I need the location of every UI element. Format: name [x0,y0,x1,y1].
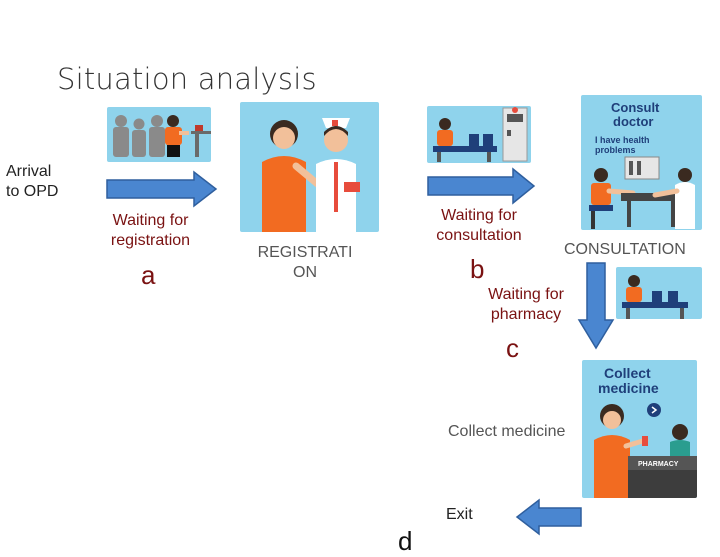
collect-medicine-illustration: Collect medicine PHARMACY [582,360,697,498]
stage-letter-c: c [506,333,519,363]
exit-label: Exit [446,506,473,523]
waiting-consultation-illustration [427,106,531,163]
consultation-illustration: Consult doctor I have health problems [581,95,702,230]
arrow-down-to-pharmacy [577,262,615,350]
page-title: Situation analysis [57,62,317,96]
collect-medicine-label: Collect medicine [448,423,566,440]
stage-letter-b: b [470,254,485,284]
stage-letter-d: d [398,526,413,556]
arrow-to-consultation [427,167,536,205]
waiting-pharmacy-label: Waiting for pharmacy [488,286,564,323]
arrow-to-exit [515,498,582,536]
registration-illustration [240,102,379,232]
registration-label: REGISTRATI ON [257,244,353,281]
pharmacy-sign: PHARMACY [638,461,679,468]
waiting-registration-label: Waiting for registration [110,212,191,249]
consult-doctor-sign: Consult doctor [611,100,663,129]
waiting-crowd-illustration [107,107,211,162]
waiting-pharmacy-illustration [616,267,702,319]
consult-doctor-note: I have health problems [595,135,652,155]
arrival-label: Arrival to OPD [6,163,59,200]
consultation-label: CONSULTATION [564,241,686,258]
stage-letter-a: a [141,260,156,290]
arrow-arrival-to-registration [106,170,218,208]
collect-medicine-sign: Collect medicine [598,365,659,396]
waiting-consultation-label: Waiting for consultation [436,207,522,244]
